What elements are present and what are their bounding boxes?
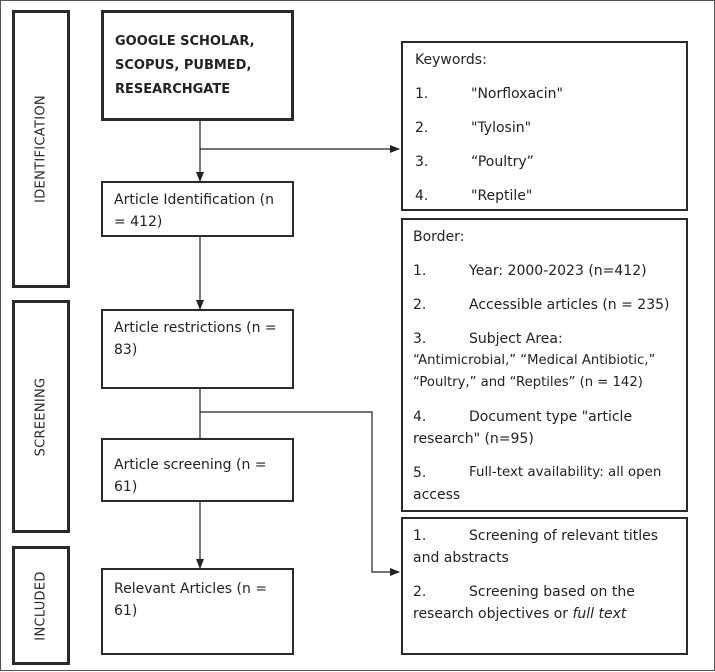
arrow-to-screening-criteria bbox=[200, 411, 400, 576]
sources-line-3: RESEARCHGATE bbox=[115, 82, 231, 97]
identification-line-2: = 412) bbox=[114, 214, 163, 230]
stage-identification: IDENTIFICATION bbox=[12, 10, 70, 288]
border-number: 1. bbox=[413, 263, 427, 279]
border-text-continued: research" (n=95) bbox=[413, 431, 534, 447]
border-number: 2. bbox=[413, 297, 427, 313]
screening-line-2: 61) bbox=[114, 479, 138, 495]
border-text-continued: “Antimicrobial,” “Medical Antibiotic,” “… bbox=[413, 353, 656, 390]
border-text-continued: access bbox=[413, 487, 461, 503]
restrictions-line-1: Article restrictions (n = bbox=[114, 320, 277, 336]
keyword-number: 4. bbox=[415, 188, 429, 204]
keyword-text: "Tylosin" bbox=[471, 120, 532, 136]
border-number: 5. bbox=[413, 465, 427, 481]
border-number: 3. bbox=[413, 331, 427, 347]
border-text: Full-text availability: all open bbox=[469, 465, 662, 480]
stage-screening-label: SCREENING bbox=[33, 377, 49, 456]
keywords-title: Keywords: bbox=[415, 52, 487, 68]
sources-box: GOOGLE SCHOLAR, SCOPUS, PUBMED, RESEARCH… bbox=[101, 10, 294, 121]
criteria-text-continued: research objectives or full text bbox=[413, 603, 626, 625]
stage-identification-label: IDENTIFICATION bbox=[33, 95, 49, 203]
stage-included-label: INCLUDED bbox=[33, 570, 49, 641]
identification-line-1: Article Identification (n bbox=[114, 192, 274, 208]
keyword-text: "Norfloxacin" bbox=[471, 86, 563, 102]
screening-line-1: Article screening (n = bbox=[114, 457, 267, 473]
article-screening-box: Article screening (n = 61) bbox=[101, 438, 294, 502]
stage-screening: SCREENING bbox=[12, 300, 70, 533]
border-text: Document type "article bbox=[469, 409, 633, 425]
keyword-number: 3. bbox=[415, 154, 429, 170]
relevant-line-1: Relevant Articles (n = bbox=[114, 581, 268, 597]
criteria-number: 1. bbox=[413, 528, 427, 544]
criteria-text-plain: research objectives or bbox=[413, 606, 573, 622]
border-title: Border: bbox=[413, 229, 465, 245]
relevant-line-2: 61) bbox=[114, 603, 138, 619]
border-text: Accessible articles (n = 235) bbox=[469, 297, 670, 313]
criteria-text-continued: and abstracts bbox=[413, 550, 509, 566]
article-identification-box: Article Identification (n = 412) bbox=[101, 181, 294, 237]
keyword-text: "Reptile" bbox=[471, 188, 533, 204]
border-text: Subject Area: bbox=[469, 331, 563, 347]
border-text: Year: 2000-2023 (n=412) bbox=[469, 263, 647, 279]
restrictions-line-2: 83) bbox=[114, 342, 138, 358]
criteria-text: Screening of relevant titles bbox=[469, 528, 659, 544]
criteria-text: Screening based on the bbox=[469, 584, 635, 600]
border-number: 4. bbox=[413, 409, 427, 425]
criteria-text-italic: full text bbox=[572, 606, 627, 622]
criteria-number: 2. bbox=[413, 584, 427, 600]
keywords-box: Keywords: 1. "Norfloxacin" 2. "Tylosin" … bbox=[401, 41, 688, 211]
sources-line-1: GOOGLE SCHOLAR, bbox=[115, 34, 255, 49]
sources-line-2: SCOPUS, PUBMED, bbox=[115, 58, 252, 73]
keyword-text: “Poultry” bbox=[471, 154, 534, 170]
border-criteria-box: Border: 1. Year: 2000-2023 (n=412) 2. Ac… bbox=[401, 218, 688, 512]
keyword-number: 2. bbox=[415, 120, 429, 136]
keyword-number: 1. bbox=[415, 86, 429, 102]
article-restrictions-box: Article restrictions (n = 83) bbox=[101, 309, 294, 389]
screening-criteria-box: 1. Screening of relevant titles and abst… bbox=[401, 517, 688, 655]
relevant-articles-box: Relevant Articles (n = 61) bbox=[101, 568, 294, 655]
stage-included: INCLUDED bbox=[12, 546, 70, 665]
